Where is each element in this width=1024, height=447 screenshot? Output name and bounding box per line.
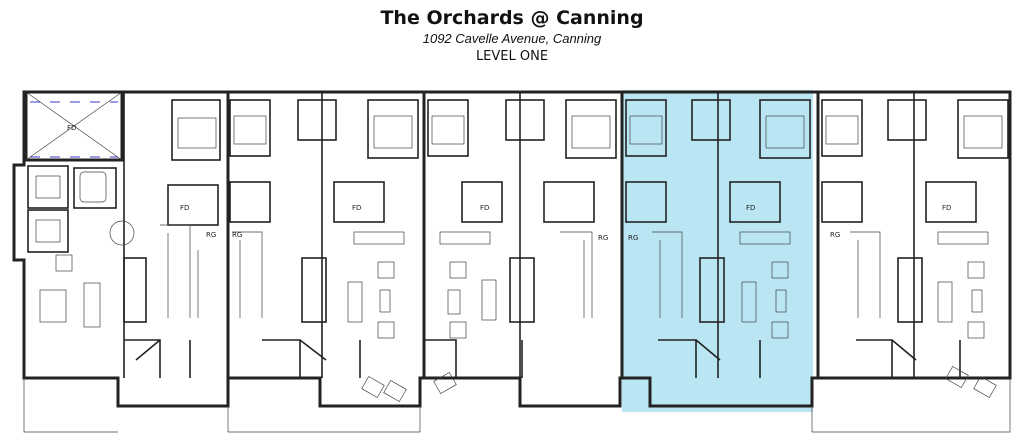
unit-1 <box>39 99 221 378</box>
unit-2 <box>229 99 419 378</box>
project-address: 1092 Cavelle Avenue, Canning <box>422 31 602 46</box>
label-rg-2: RG <box>232 231 242 239</box>
building-outline <box>12 90 1012 408</box>
level-label: LEVEL ONE <box>475 49 549 64</box>
label-fd-2: FD <box>352 204 361 212</box>
label-rg-4: RG <box>628 234 638 242</box>
patio-furniture <box>361 365 997 403</box>
label-rg-1: RG <box>206 231 216 239</box>
project-title: The Orchards @ Canning <box>380 7 644 29</box>
unit-4 <box>625 99 811 378</box>
label-fd-5: FD <box>942 204 951 212</box>
title-block: The Orchards @ Canning 1092 Cavelle Aven… <box>0 6 1024 66</box>
label-fd-3: FD <box>480 204 489 212</box>
unit-5 <box>821 99 1009 378</box>
label-rg-3: RG <box>598 234 608 242</box>
label-fd-4: FD <box>746 204 755 212</box>
label-fd-garage: FD <box>67 124 76 132</box>
label-rg-5: RG <box>830 231 840 239</box>
label-fd-1: FD <box>180 204 189 212</box>
unit-3 <box>424 99 617 378</box>
